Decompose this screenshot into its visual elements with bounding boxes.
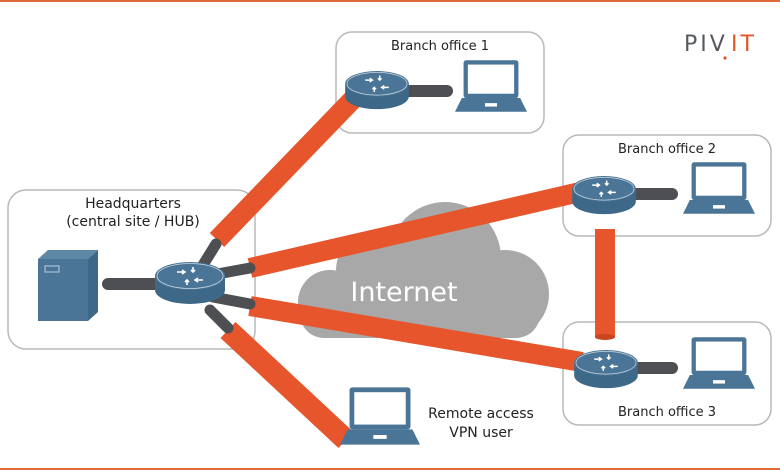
branch3-label: Branch office 3 xyxy=(618,405,716,420)
headquarters-subtitle: (central site / HUB) xyxy=(66,214,200,230)
tunnel-hq-branch1 xyxy=(209,88,365,247)
tunnel-hq-remote xyxy=(220,321,354,449)
cable-hq-stub4 xyxy=(204,304,234,334)
bottom-accent-bar xyxy=(0,468,780,470)
logo-text-accent: IT xyxy=(731,32,757,57)
remote-user-line2: VPN user xyxy=(449,425,513,441)
branch3-laptop-icon[interactable] xyxy=(683,337,755,389)
headquarters-title: Headquarters xyxy=(85,196,181,212)
tunnel-hq-branch3 xyxy=(248,296,584,372)
branch1-laptop-icon[interactable] xyxy=(455,60,527,112)
top-accent-bar xyxy=(0,0,780,2)
remote-user-line1: Remote access xyxy=(428,406,534,422)
logo-text-dark: PIV xyxy=(684,32,728,57)
cable-hq-stub1 xyxy=(197,238,222,271)
server-icon xyxy=(38,250,98,321)
pivit-logo: PIV IT xyxy=(684,32,757,60)
branch1-label: Branch office 1 xyxy=(391,39,489,54)
cable-hq-stub3 xyxy=(207,291,256,310)
hq-router-icon[interactable] xyxy=(155,262,225,305)
logo-dot xyxy=(723,56,727,60)
branch2-label: Branch office 2 xyxy=(618,142,716,157)
branch2-router-icon[interactable] xyxy=(572,176,636,215)
branch1-router-icon[interactable] xyxy=(345,71,409,110)
internet-label: Internet xyxy=(350,277,457,308)
branch3-router-icon[interactable] xyxy=(574,350,638,389)
tunnel-hq-branch2 xyxy=(247,182,583,278)
vpn-tunnels xyxy=(209,88,615,449)
tunnel-cap xyxy=(595,334,615,340)
remote-laptop-icon[interactable] xyxy=(340,387,420,445)
branch2-laptop-icon[interactable] xyxy=(683,162,755,214)
